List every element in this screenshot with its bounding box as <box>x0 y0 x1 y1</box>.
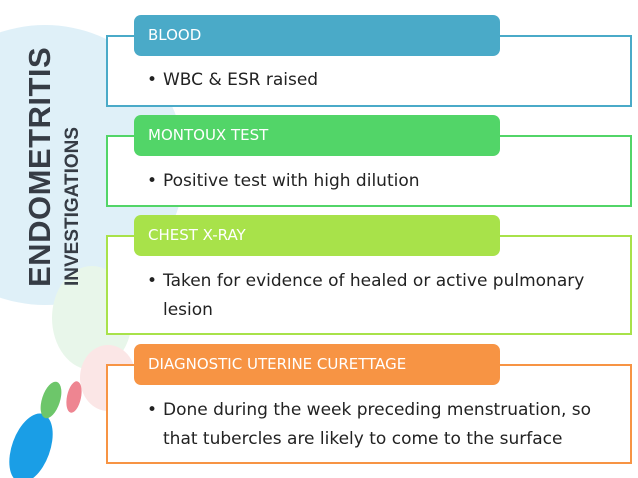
curettage-section-header: DIAGNOSTIC UTERINE CURETTAGE <box>134 344 500 385</box>
pink-leaf-shape <box>66 381 82 413</box>
bullet-dot: • <box>147 271 158 291</box>
blue-leaf-shape <box>9 413 53 478</box>
bullet-dot: • <box>147 70 158 90</box>
blood-section-content: • WBC & ESR raised <box>147 66 617 95</box>
vertical-title: ENDOMETRITIS INVESTIGATIONS <box>0 0 106 478</box>
green-leaf-shape <box>40 381 62 419</box>
slide-title: ENDOMETRITIS <box>22 46 57 287</box>
curettage-bullet-text: Done during the week preceding menstruat… <box>163 400 592 449</box>
chest-xray-bullet-text: Taken for evidence of healed or active p… <box>163 271 585 320</box>
chest-xray-section-content: • Taken for evidence of healed or active… <box>147 267 617 325</box>
blood-bullet-text: WBC & ESR raised <box>163 70 319 90</box>
curettage-section-content: • Done during the week preceding menstru… <box>147 396 617 454</box>
slide-subtitle: INVESTIGATIONS <box>62 126 83 286</box>
bullet-dot: • <box>147 400 158 420</box>
montoux-section-header: MONTOUX TEST <box>134 115 500 156</box>
montoux-section-content: • Positive test with high dilution <box>147 167 617 196</box>
chest-xray-section-header: CHEST X-RAY <box>134 215 500 256</box>
blood-section-header: BLOOD <box>134 15 500 56</box>
montoux-bullet-text: Positive test with high dilution <box>163 171 420 191</box>
bullet-dot: • <box>147 171 158 191</box>
